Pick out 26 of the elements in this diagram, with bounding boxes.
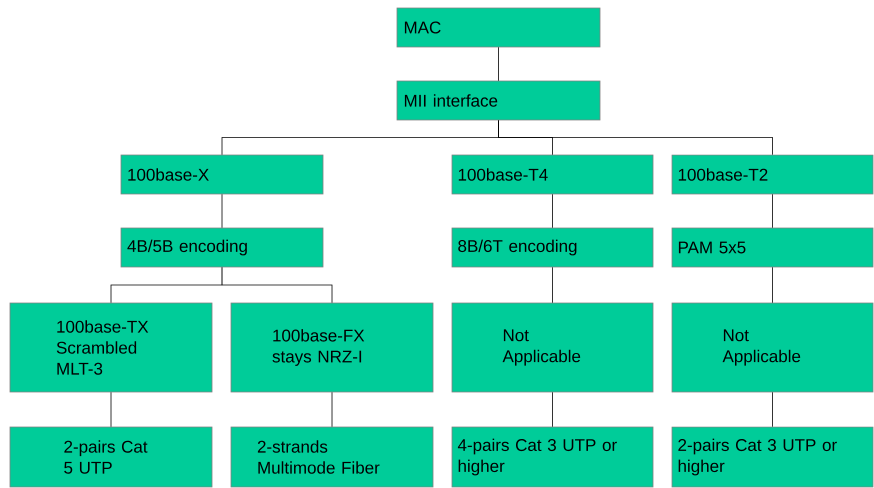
process-box: 100base-TX Scrambled MLT-3: [10, 302, 212, 392]
connector-line: [552, 267, 553, 303]
connector-line: [498, 47, 499, 81]
process-box: 4-pairs Cat 3 UTP or higher: [452, 426, 654, 488]
process-box: 100base-X: [120, 154, 324, 194]
connector-line: [552, 194, 553, 228]
connector-line: [772, 194, 773, 228]
process-box: 2-strands Multimode Fiber: [230, 426, 434, 488]
process-box: 8B/6T encoding: [452, 228, 654, 268]
process-box: 2-pairs Cat 5 UTP: [10, 426, 212, 488]
connector-line: [222, 267, 332, 303]
process-box: 100base-T4: [452, 154, 654, 194]
process-box: PAM 5x5: [672, 228, 874, 268]
connector-line: [498, 120, 773, 155]
connector-line: [552, 392, 553, 427]
process-box: 4B/5B encoding: [120, 228, 324, 268]
process-box: 100base-T2: [672, 154, 874, 194]
connector-line: [772, 392, 773, 427]
process-box: Not Applicable: [452, 302, 654, 392]
process-box: Not Applicable: [672, 302, 874, 392]
process-box: 100base-FX stays NRZ-I: [230, 302, 434, 392]
connector-line: [110, 392, 112, 427]
connector-line: [772, 267, 773, 303]
process-box: MII interface: [396, 80, 600, 120]
process-box: MAC: [396, 8, 600, 48]
process-box: 2-pairs Cat 3 UTP or higher: [672, 426, 874, 488]
